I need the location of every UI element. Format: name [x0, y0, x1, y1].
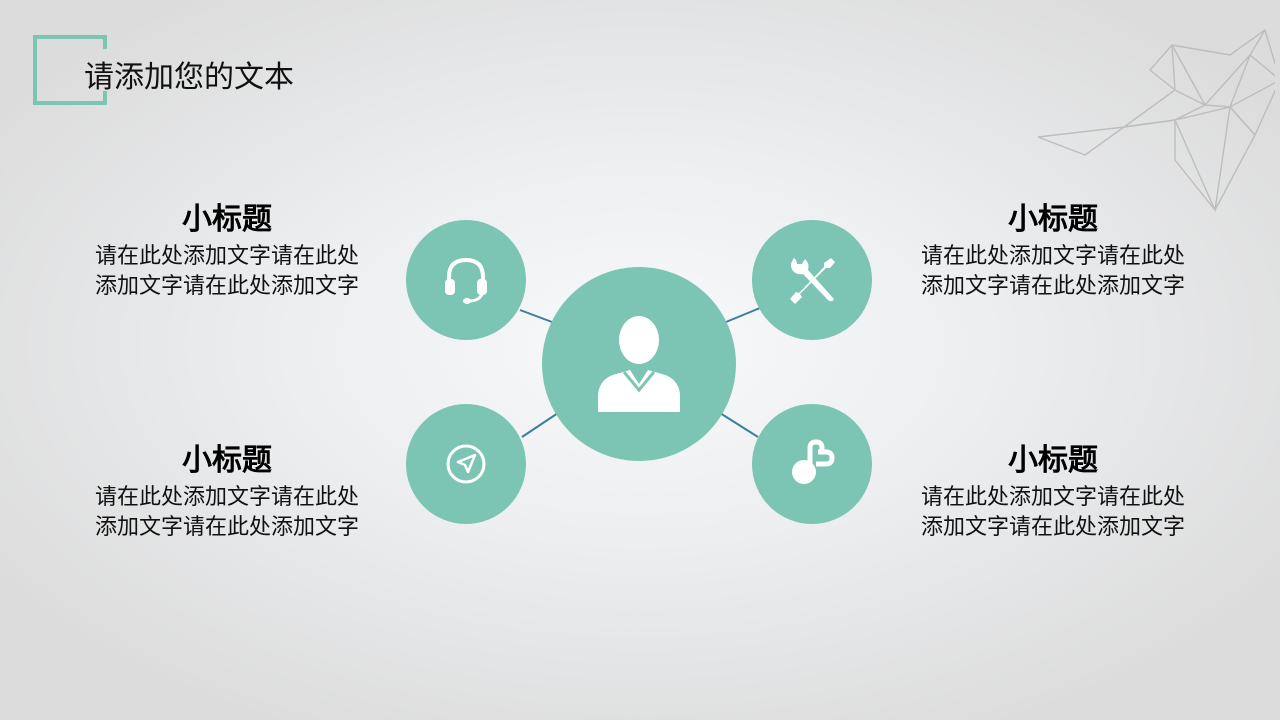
body-line: 请在此处添加文字请在此处 — [94, 244, 359, 269]
link-circle — [752, 404, 872, 524]
center-circle — [542, 267, 736, 461]
polygon-fox-decoration — [1037, 28, 1275, 213]
title-frame-decoration — [33, 35, 107, 105]
text-block-top-right: 小标题 请在此处添加文字请在此处 添加文字请在此处添加文字 — [903, 200, 1203, 302]
body-line: 添加文字请在此处添加文字 — [920, 515, 1185, 540]
body-line: 添加文字请在此处添加文字 — [94, 515, 359, 540]
text-block-top-left: 小标题 请在此处添加文字请在此处 添加文字请在此处添加文字 — [77, 200, 377, 302]
subtitle-body: 请在此处添加文字请在此处 添加文字请在此处添加文字 — [903, 483, 1203, 543]
text-block-bottom-left: 小标题 请在此处添加文字请在此处 添加文字请在此处添加文字 — [77, 441, 377, 543]
send-icon — [446, 444, 486, 484]
headset-icon — [445, 257, 487, 304]
body-line: 添加文字请在此处添加文字 — [920, 274, 1185, 299]
user-icon — [598, 316, 680, 412]
body-line: 请在此处添加文字请在此处 — [94, 485, 359, 510]
body-line: 请在此处添加文字请在此处 — [920, 485, 1185, 510]
subtitle-heading: 小标题 — [1008, 443, 1098, 478]
subtitle-body: 请在此处添加文字请在此处 添加文字请在此处添加文字 — [903, 242, 1203, 302]
body-line: 请在此处添加文字请在此处 — [920, 244, 1185, 269]
tools-circle — [752, 220, 872, 340]
subtitle-body: 请在此处添加文字请在此处 添加文字请在此处添加文字 — [77, 242, 377, 302]
text-block-bottom-right: 小标题 请在此处添加文字请在此处 添加文字请在此处添加文字 — [903, 441, 1203, 543]
subtitle-heading: 小标题 — [182, 202, 272, 237]
body-line: 添加文字请在此处添加文字 — [94, 274, 359, 299]
subtitle-heading: 小标题 — [182, 443, 272, 478]
send-circle — [406, 404, 526, 524]
subtitle-heading: 小标题 — [1008, 202, 1098, 237]
link-icon — [792, 439, 835, 484]
page-title: 请添加您的文本 — [84, 60, 294, 95]
tools-icon — [790, 258, 835, 304]
headset-circle — [406, 220, 526, 340]
subtitle-body: 请在此处添加文字请在此处 添加文字请在此处添加文字 — [77, 483, 377, 543]
